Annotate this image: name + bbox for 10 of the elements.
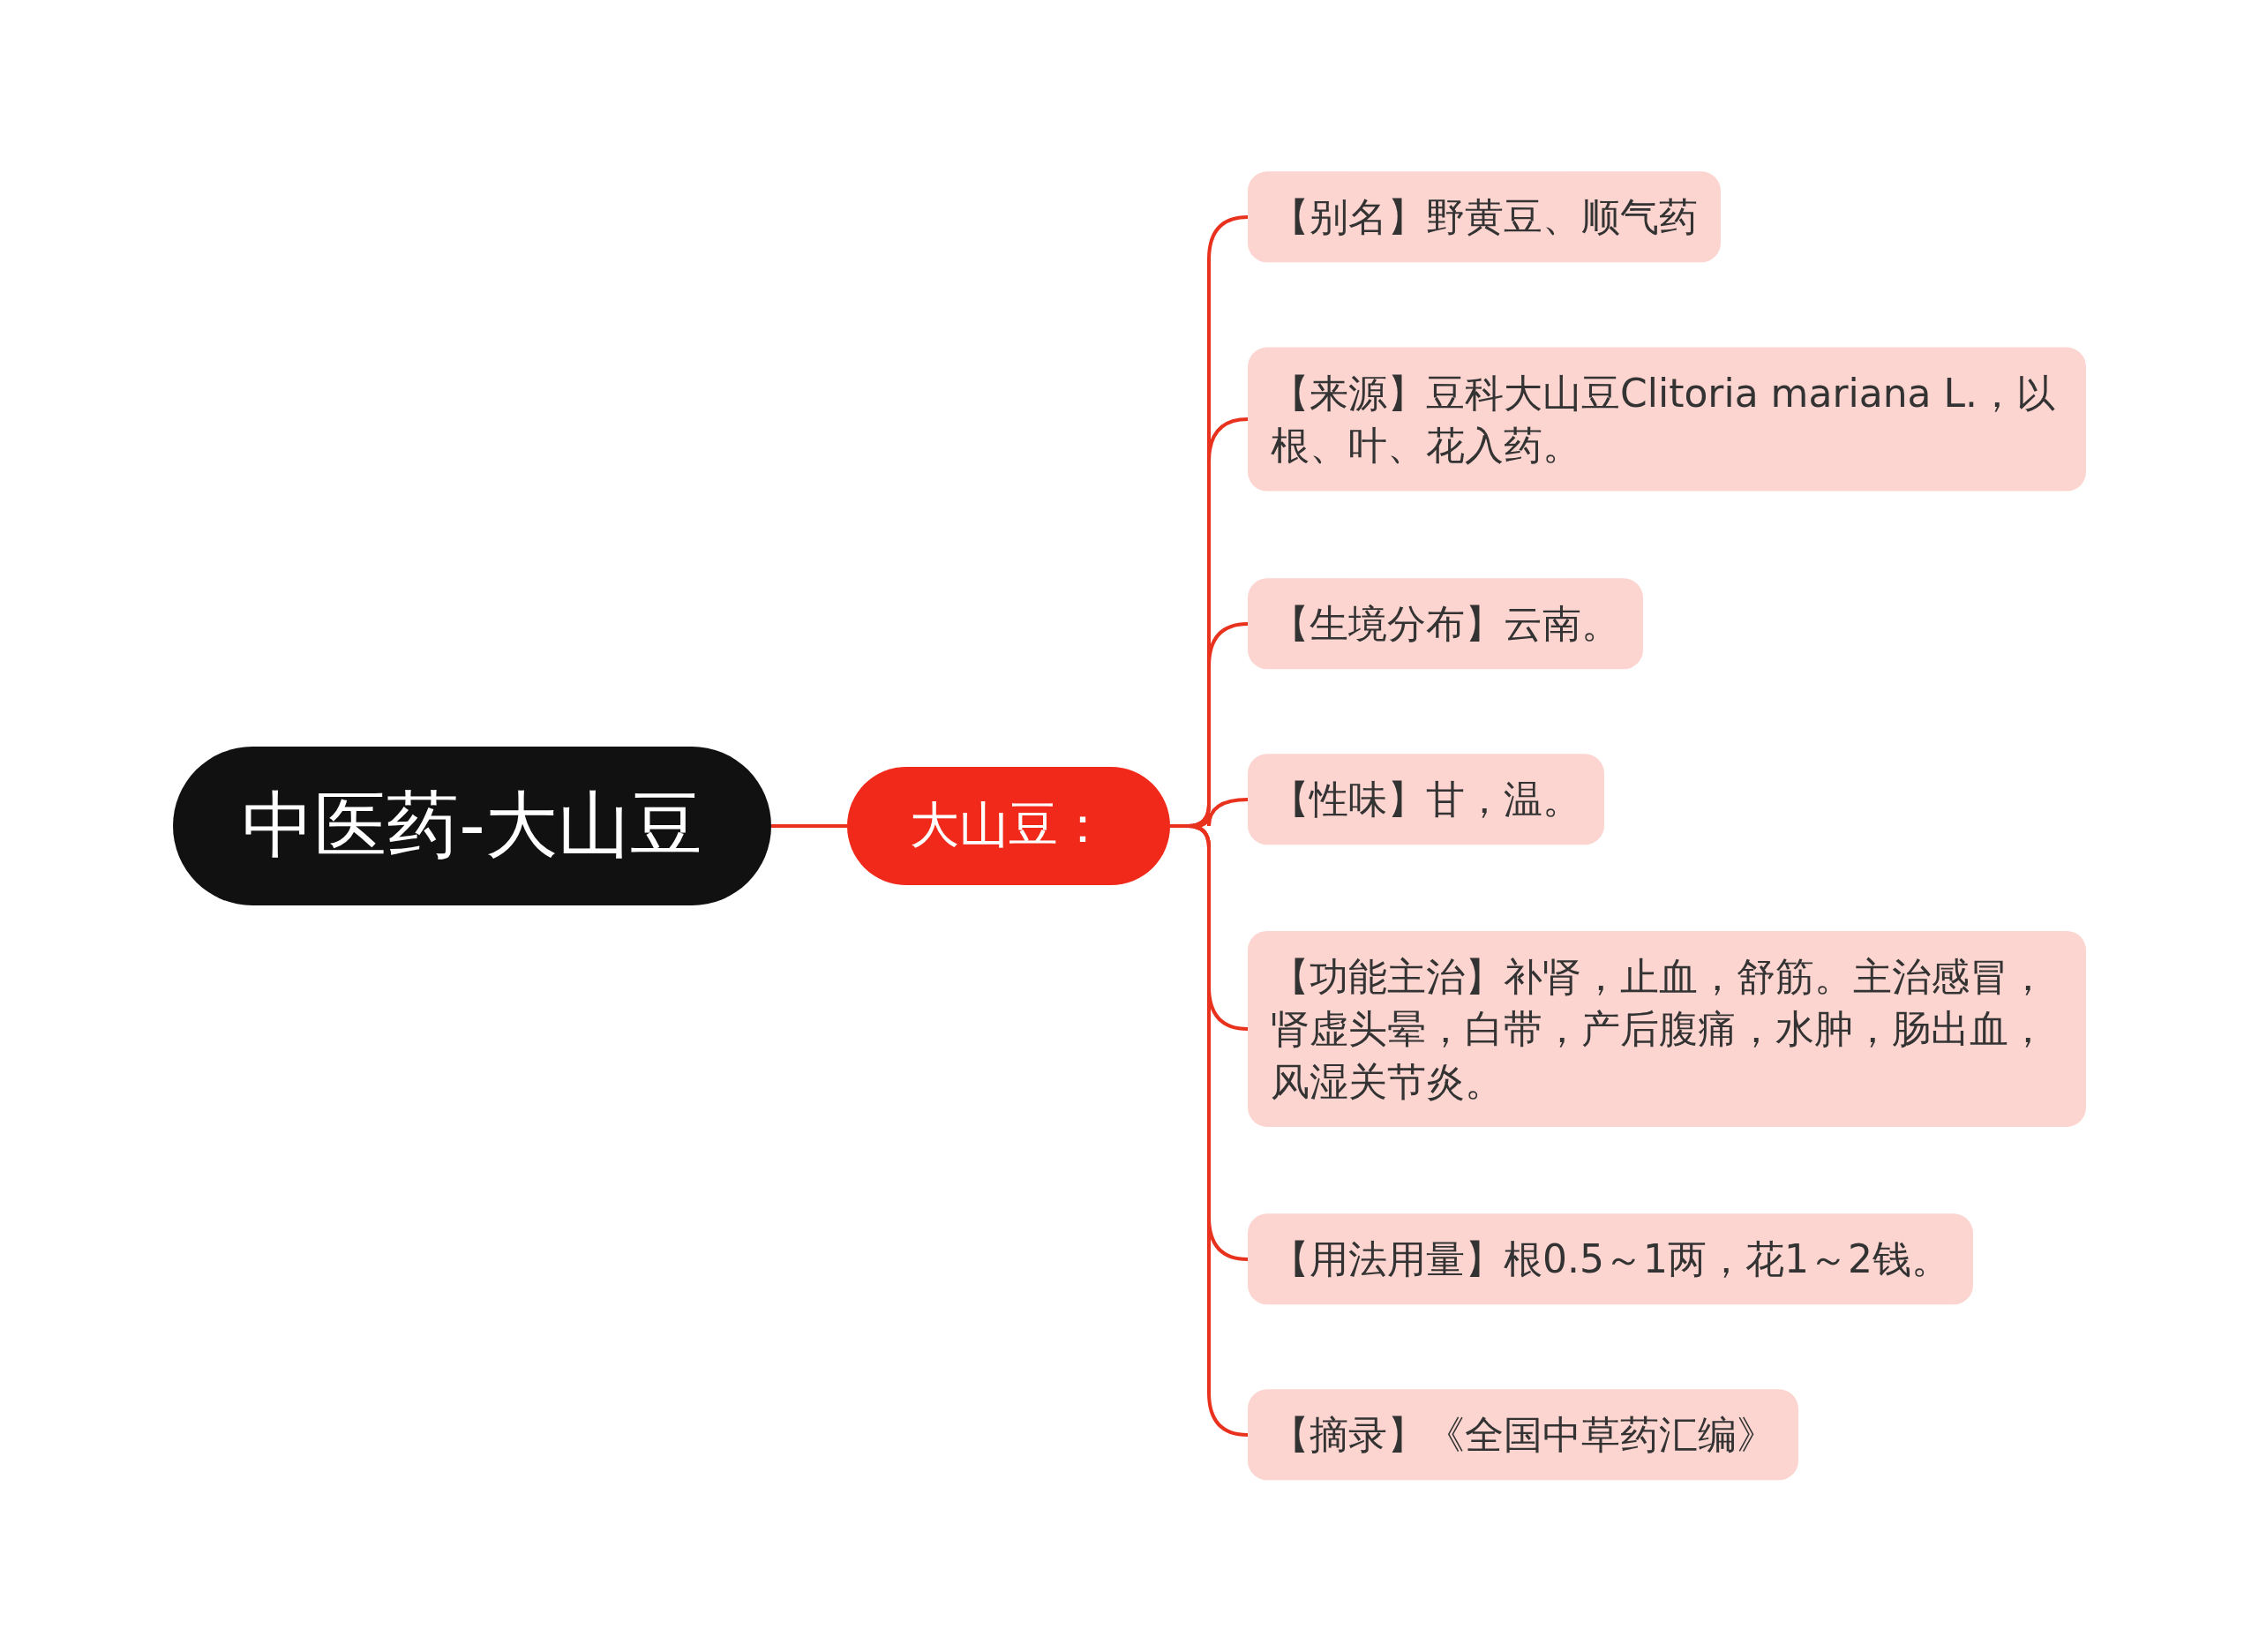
topic-box: 中医药-大山豆 xyxy=(173,747,771,905)
text-box: 【性味】甘，温。 xyxy=(1248,754,1604,845)
text-box: 【别名】野黄豆、顺气药 xyxy=(1248,171,1721,263)
text-box: 【用法用量】根0.5～1两，花1～2钱。 xyxy=(1248,1213,1973,1305)
branch-box: 大山豆： xyxy=(847,767,1170,885)
connector-line xyxy=(771,824,847,828)
text-box: 【来源】豆科大山豆Clitoria mariana L.，以根、叶、花入药。 xyxy=(1248,347,2086,492)
text-box: 【摘录】《全国中草药汇编》 xyxy=(1248,1389,1798,1481)
text-box: 【功能主治】补肾，止血，舒筋。主治感冒，肾虚头晕，白带，产后腹痛，水肿，肠出血，风湿关节炎。 xyxy=(1248,930,2086,1128)
text-box: 【生境分布】云南。 xyxy=(1248,578,1643,670)
